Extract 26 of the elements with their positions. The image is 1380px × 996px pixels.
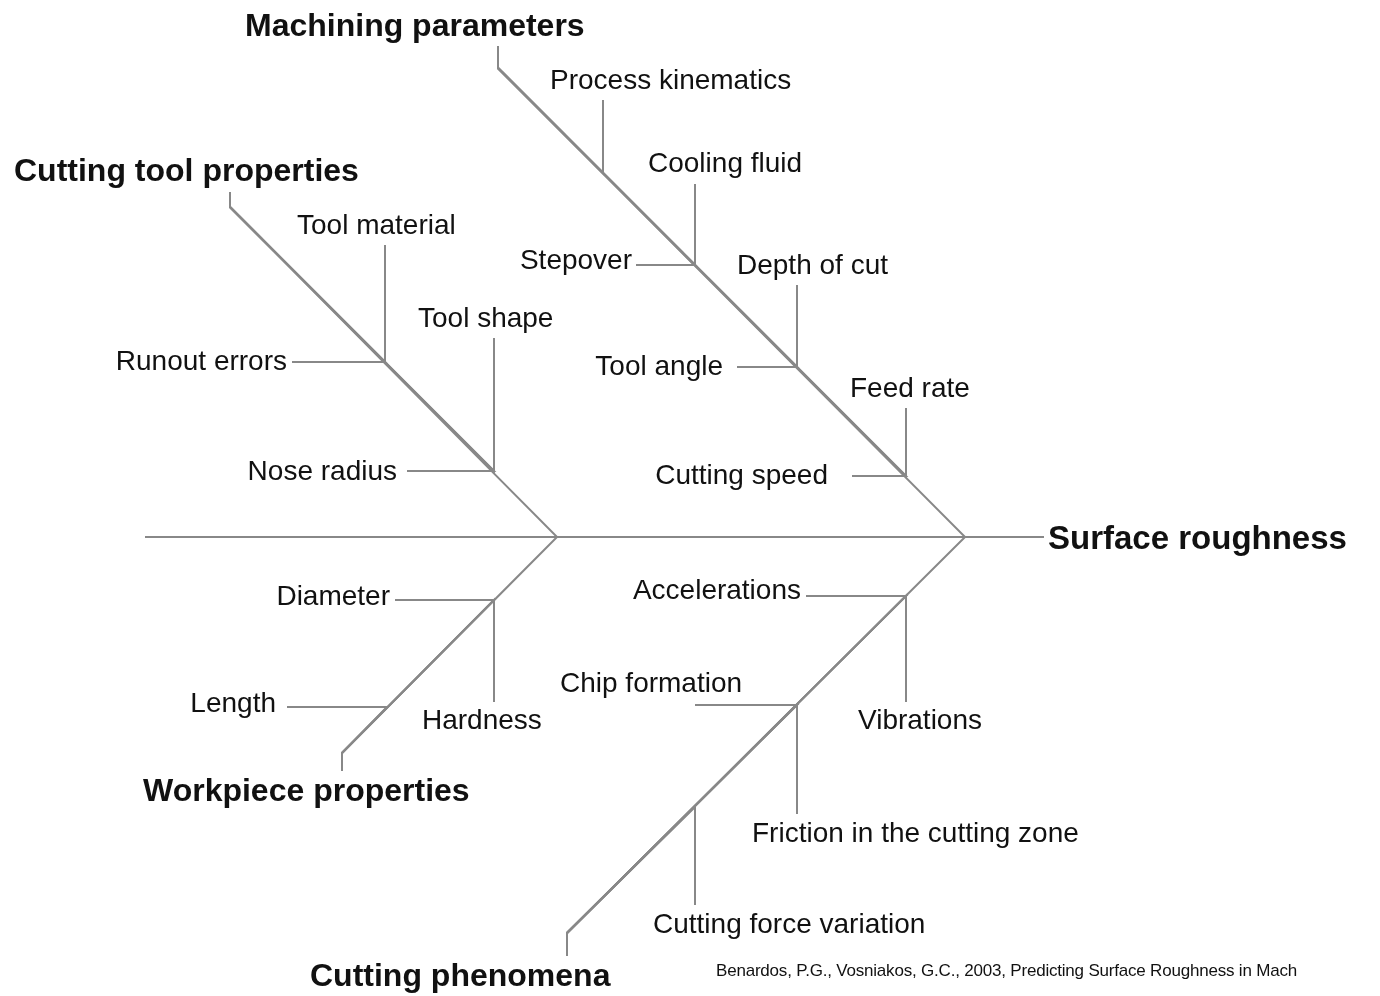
cause-label: Tool angle [595, 349, 723, 383]
cause-label: Tool shape [418, 301, 554, 335]
cause-label: Cooling fluid [648, 146, 803, 180]
category-label: Cutting tool properties [14, 151, 359, 189]
effect-label: Surface roughness [1048, 519, 1347, 557]
cause-label: Diameter [276, 579, 390, 613]
cause-label: Depth of cut [737, 248, 888, 282]
cause-label: Length [190, 686, 276, 720]
cause-label: Nose radius [247, 454, 397, 488]
category-label: Machining parameters [245, 6, 585, 44]
category-label: Cutting phenomena [310, 956, 611, 994]
cause-label: Stepover [519, 243, 632, 277]
cause-label: Feed rate [850, 371, 970, 405]
cause-label: Runout errors [115, 344, 287, 378]
cause-label: Vibrations [858, 703, 982, 737]
cause-label: Cutting force variation [653, 907, 926, 941]
cause-label: Hardness [422, 703, 542, 737]
cause-label: Chip formation [560, 666, 743, 700]
cause-label: Process kinematics [550, 63, 792, 97]
cause-label: Accelerations [632, 573, 801, 607]
cause-label: Cutting speed [655, 458, 828, 492]
cause-label: Tool material [297, 208, 456, 242]
citation: Benardos, P.G., Vosniakos, G.C., 2003, Predicting Surface Roughness in Mach [716, 961, 1297, 981]
cause-label: Friction in the cutting zone [752, 816, 1079, 850]
bone-line [566, 536, 1045, 957]
category-label: Workpiece properties [143, 771, 470, 809]
